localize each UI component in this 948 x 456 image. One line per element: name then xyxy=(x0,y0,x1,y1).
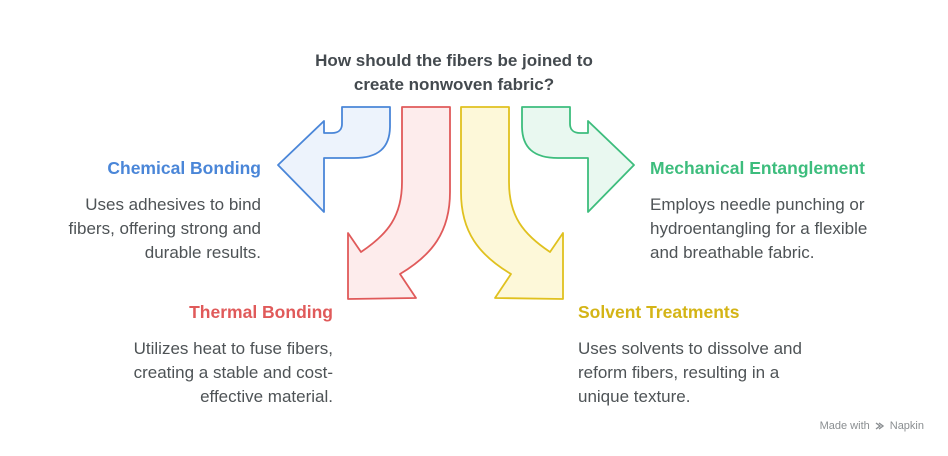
solvent-treatments-arrow xyxy=(460,106,564,300)
question-line-2: create nonwoven fabric? xyxy=(353,75,555,94)
mechanical-entanglement-arrow xyxy=(521,106,635,213)
thermal-bonding-description: Utilizes heat to fuse fibers, creating a… xyxy=(73,337,333,409)
central-question: How should the fibers be joined to creat… xyxy=(254,49,654,97)
thermal-bonding-desc-line: effective material. xyxy=(200,387,333,406)
solvent-treatments-desc-line: reform fibers, resulting in a xyxy=(578,363,780,382)
chemical-bonding-desc-line: durable results. xyxy=(144,243,261,262)
thermal-bonding-title: Thermal Bonding xyxy=(189,302,333,322)
chemical-bonding-desc-line: fibers, offering strong and xyxy=(68,219,261,238)
mechanical-entanglement-desc-line: hydroentangling for a flexible xyxy=(650,219,868,238)
thermal-bonding-desc-line: Utilizes heat to fuse fibers, xyxy=(133,339,333,358)
mechanical-entanglement-description: Employs needle punching or hydroentangli… xyxy=(650,193,930,265)
chemical-bonding-description: Uses adhesives to bind fibers, offering … xyxy=(1,193,261,265)
solvent-treatments-desc-line: Uses solvents to dissolve and xyxy=(578,339,802,358)
mechanical-entanglement-desc-line: and breathable fabric. xyxy=(650,243,815,262)
mechanical-entanglement-desc-line: Employs needle punching or xyxy=(650,195,865,214)
napkin-logo-icon xyxy=(875,422,884,430)
watermark-text: Made with xyxy=(819,420,870,432)
mechanical-entanglement-title: Mechanical Entanglement xyxy=(650,158,865,178)
chemical-bonding-desc-line: Uses adhesives to bind xyxy=(85,195,261,214)
solvent-treatments-desc-line: unique texture. xyxy=(578,387,691,406)
made-with-napkin-watermark[interactable]: Made with Napkin xyxy=(820,420,924,432)
thermal-bonding-desc-line: creating a stable and cost- xyxy=(133,363,333,382)
question-line-1: How should the fibers be joined to xyxy=(315,51,593,70)
solvent-treatments-title: Solvent Treatments xyxy=(578,302,740,322)
solvent-treatments-description: Uses solvents to dissolve and reform fib… xyxy=(578,337,878,409)
thermal-bonding-arrow xyxy=(347,106,451,300)
chemical-bonding-title: Chemical Bonding xyxy=(107,158,261,178)
watermark-brand: Napkin xyxy=(889,420,924,432)
chemical-bonding-arrow xyxy=(277,106,391,213)
